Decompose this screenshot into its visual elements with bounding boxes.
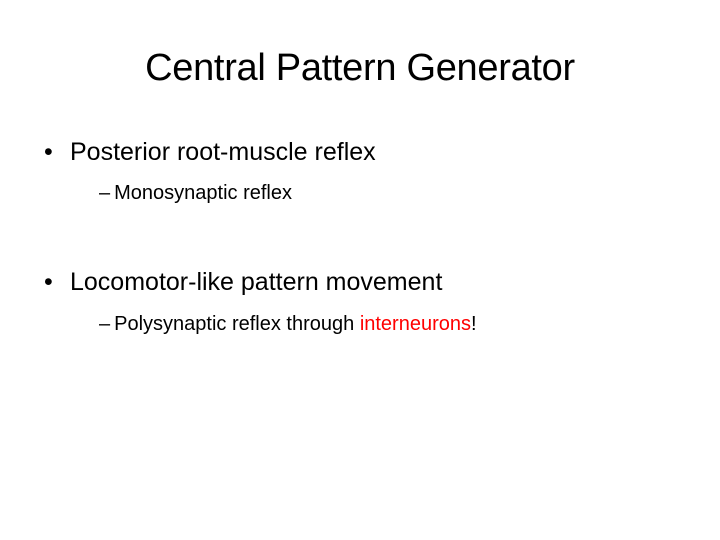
sub-bullet-item: –Polysynaptic reflex through interneuron… [99, 310, 477, 338]
bullet-text: Locomotor-like pattern movement [70, 268, 443, 296]
bullet-marker: • [44, 268, 53, 296]
bullet-marker: • [44, 138, 53, 166]
sub-bullet-marker: – [99, 182, 111, 204]
sub-bullet-text-end: ! [471, 313, 477, 335]
highlighted-term: interneurons [359, 313, 471, 335]
sub-bullet-text: Monosynaptic reflex [114, 182, 292, 204]
bullet-text: Posterior root-muscle reflex [70, 138, 376, 166]
bullet-item: • Posterior root-muscle reflex [44, 136, 376, 168]
sub-bullet-text: Polysynaptic reflex through [114, 313, 360, 335]
sub-bullet-item: –Monosynaptic reflex [99, 179, 292, 207]
bullet-item: • Locomotor-like pattern movement [44, 266, 442, 298]
sub-bullet-marker: – [99, 313, 111, 335]
slide-title: Central Pattern Generator [145, 47, 575, 89]
